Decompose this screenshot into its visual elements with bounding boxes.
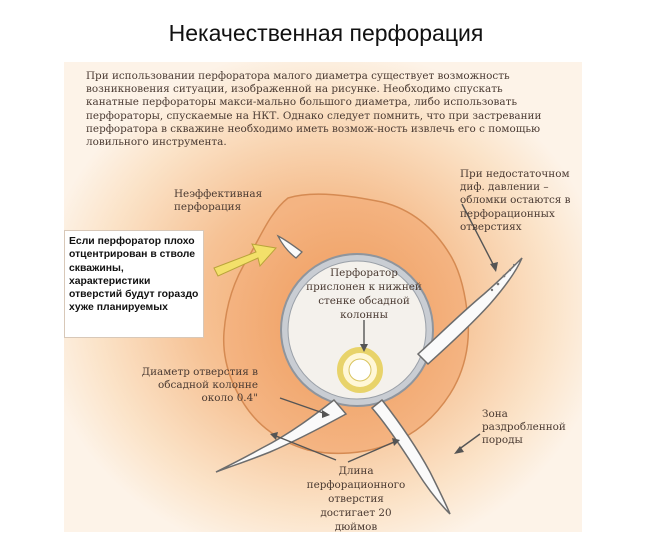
ineffective-tunnel	[276, 234, 303, 259]
side-note: Если перфоратор плохо отцентрирован в ст…	[64, 230, 204, 338]
arrow-to-hole-diameter	[279, 397, 327, 415]
arrow-to-debris	[461, 203, 495, 267]
label-tunnel-length: Длина перфорационного отверстия достигае…	[306, 465, 406, 533]
wellbore	[287, 260, 427, 400]
arrow-to-ineffective	[213, 243, 277, 277]
label-ineffective: Неэффективная перфорация	[174, 188, 263, 214]
label-perforator-pressed: Перфоратор прислонен к нижней стенке обс…	[306, 267, 422, 321]
tunnel-debris	[490, 263, 516, 292]
intro-text: При использовании перфоратора малого диа…	[86, 70, 542, 149]
page-title: Некачественная перфорация	[168, 20, 484, 46]
label-crushed-zone: Зона раздробленной породы	[482, 408, 566, 447]
arrow-to-tunnel-right	[347, 441, 395, 463]
label-insufficient-pressure: При недостаточном диф. давлении – обломк…	[460, 168, 571, 233]
label-hole-diameter: Диаметр отверстия в обсадной колонне око…	[141, 366, 258, 405]
perforation-diagram: При использовании перфоратора малого диа…	[64, 62, 582, 533]
diagram-graphic	[64, 62, 582, 532]
lower-left-tunnel	[215, 398, 348, 473]
right-tunnel	[416, 257, 523, 366]
arrow-to-tunnel-left	[275, 435, 337, 461]
lower-right-tunnel	[370, 398, 451, 515]
arrow-to-crushed-zone	[457, 433, 481, 451]
